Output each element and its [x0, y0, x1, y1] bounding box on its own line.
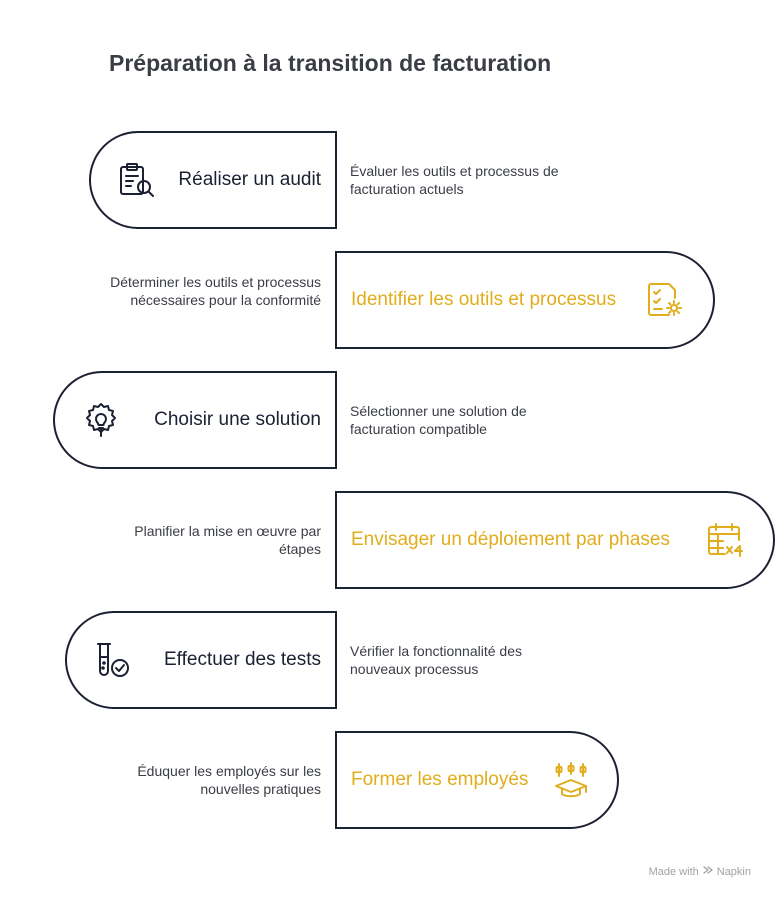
step-1-label: Réaliser un audit [178, 169, 321, 190]
calendar-x4-icon [705, 520, 745, 560]
step-3-pill: Choisir une solution [53, 371, 337, 469]
gear-bulb-icon [81, 400, 121, 440]
credit-brand: Napkin [716, 865, 751, 878]
step-4-pill: Envisager un déploiement par phases [335, 491, 775, 589]
made-with-napkin-credit: Made with Napkin [649, 865, 751, 878]
test-tube-check-icon [93, 640, 133, 680]
step-2-pill: Identifier les outils et processus [335, 251, 715, 349]
step-6-label: Former les employés [351, 769, 529, 790]
step-5-description: Vérifier la fonctionnalité des nouveaux … [350, 643, 522, 677]
page-title: Préparation à la transition de facturati… [109, 50, 552, 76]
step-3-description: Sélectionner une solution de facturation… [350, 403, 527, 437]
step-5-label: Effectuer des tests [163, 649, 321, 670]
step-3-label: Choisir une solution [154, 409, 321, 430]
step-4-description: Planifier la mise en œuvre par étapes [134, 523, 321, 557]
step-4-label: Envisager un déploiement par phases [351, 529, 670, 550]
step-1-description: Évaluer les outils et processus de factu… [350, 163, 559, 197]
step-2-label: Identifier les outils et processus [351, 289, 617, 310]
credit-prefix: Made with [648, 865, 699, 878]
napkin-logo-icon [703, 865, 713, 878]
clipboard-search-icon [117, 160, 157, 200]
graduation-cap-icon [551, 760, 591, 800]
checklist-gear-icon [645, 280, 685, 320]
step-6-description: Éduquer les employés sur les nouvelles p… [137, 763, 321, 797]
step-5-pill: Effectuer des tests [65, 611, 337, 709]
step-2-description: Déterminer les outils et processus néces… [110, 274, 321, 308]
